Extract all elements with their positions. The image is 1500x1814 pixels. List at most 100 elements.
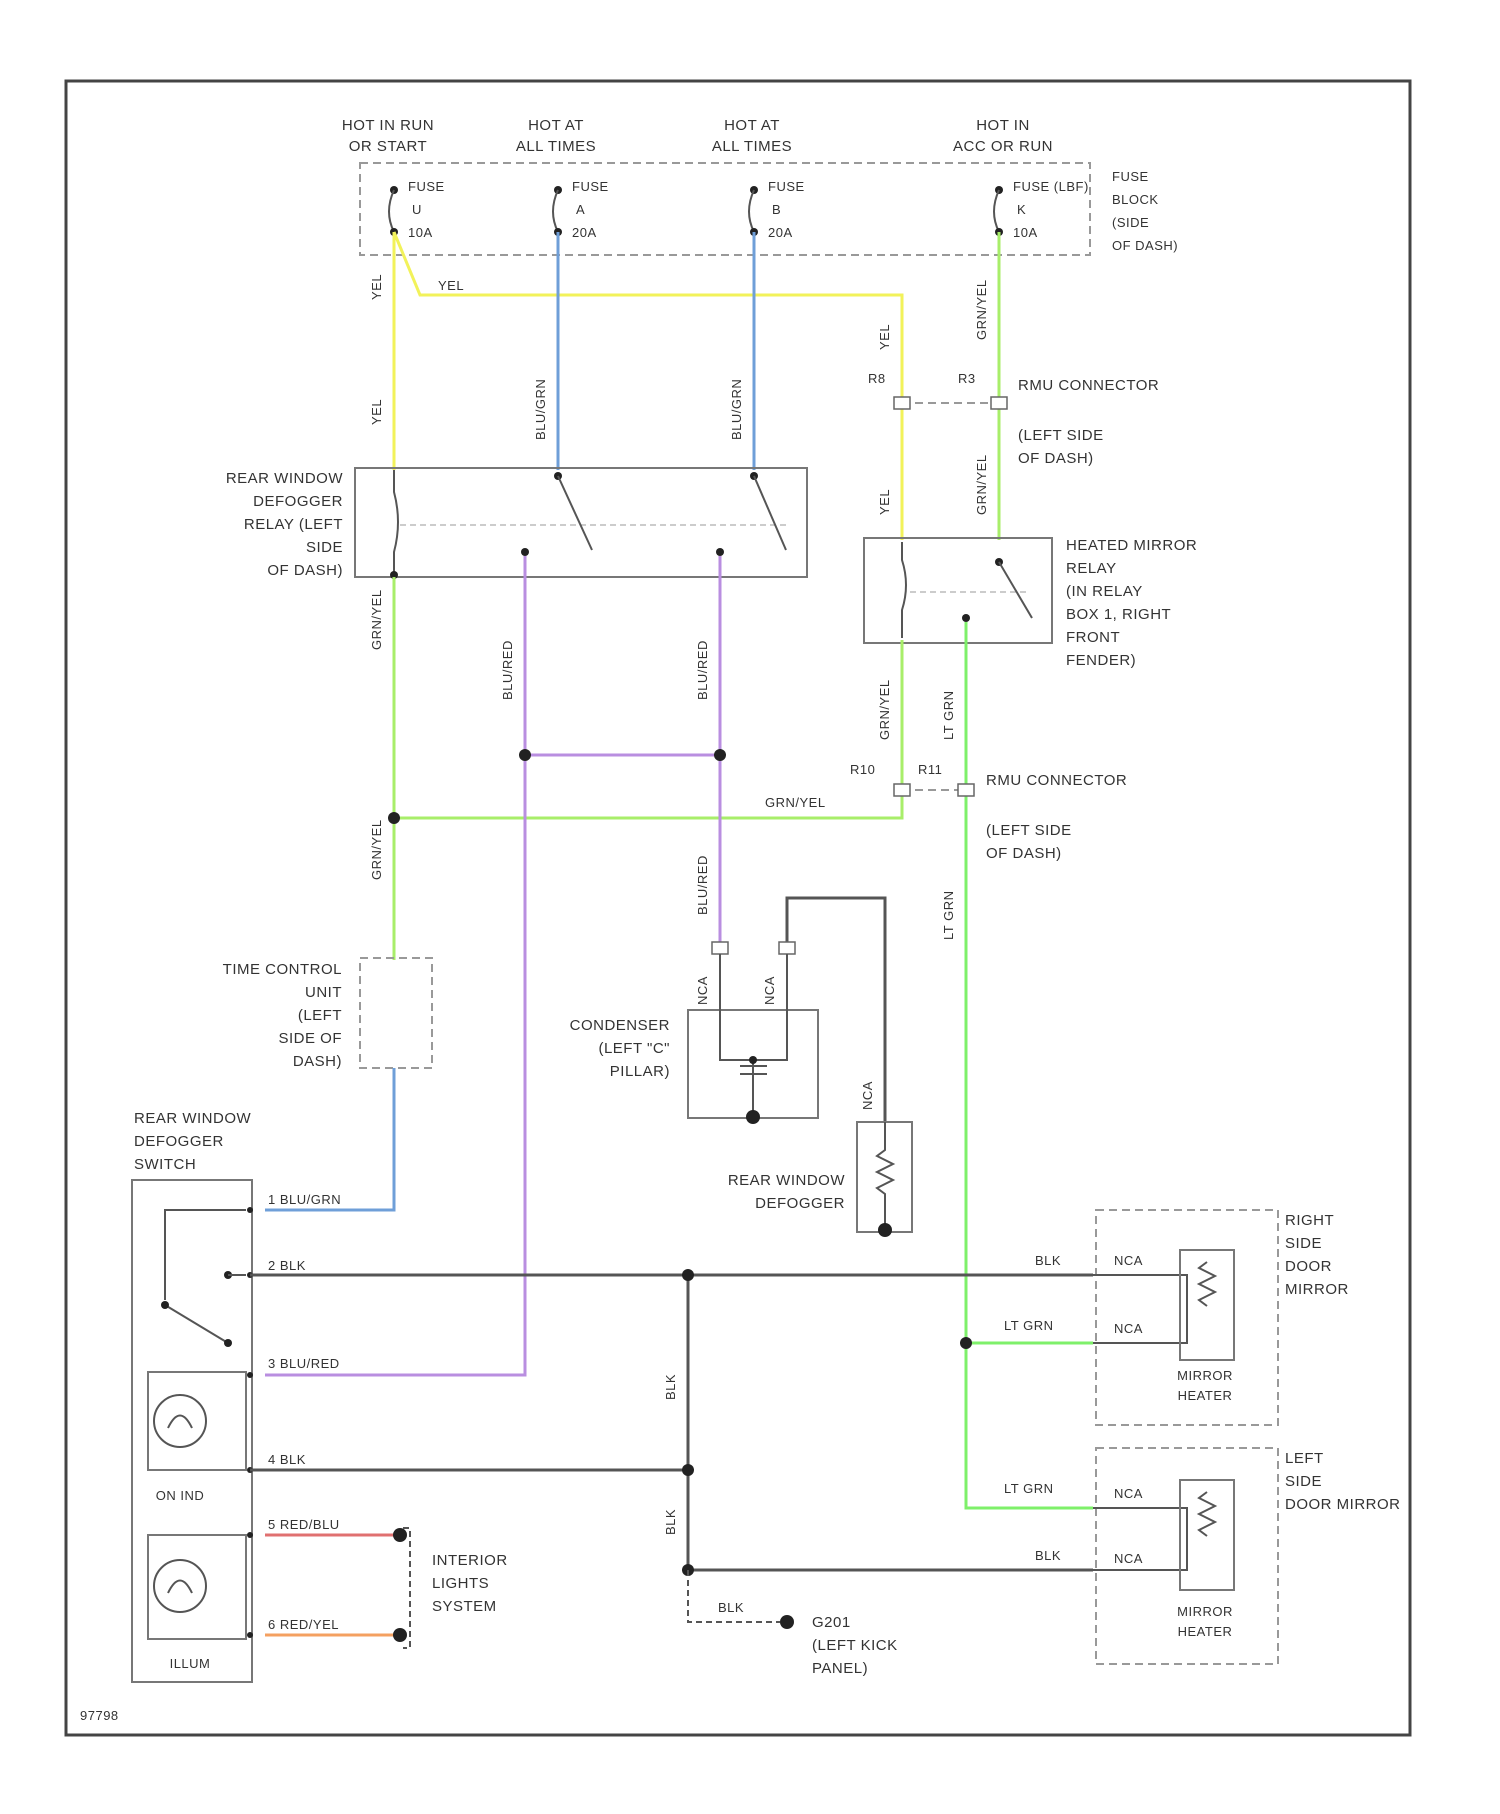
wire-label-blured-2: BLU/RED xyxy=(695,640,710,700)
fuse-u-id: U xyxy=(412,202,422,217)
relay-hm-label-5: FRONT xyxy=(1066,629,1120,646)
wire-label-nca-lm1: NCA xyxy=(1114,1486,1143,1501)
fuse-a xyxy=(553,186,562,236)
relay-hm-label-2: RELAY xyxy=(1066,560,1117,577)
right-heater-label-2: HEATER xyxy=(1178,1388,1233,1403)
switch-title-2: DEFOGGER xyxy=(134,1133,224,1150)
hot-label-1-a: HOT IN RUN xyxy=(342,117,434,134)
defogger-label-2: DEFOGGER xyxy=(755,1195,845,1212)
wire-ltgrn-left-mirror xyxy=(966,622,1093,1508)
fuse-b xyxy=(749,186,758,236)
right-mirror-label-2: SIDE xyxy=(1285,1235,1322,1252)
interior-connector-1 xyxy=(393,1528,407,1542)
relay-contact-1 xyxy=(558,476,592,550)
condenser-label-2: (LEFT "C" xyxy=(598,1040,670,1057)
rmu-connector-1-label: RMU CONNECTOR xyxy=(1018,377,1159,394)
interior-connector-2 xyxy=(393,1628,407,1642)
relay-hm-label-6: FENDER) xyxy=(1066,652,1136,669)
left-mirror-label-3: DOOR MIRROR xyxy=(1285,1496,1401,1513)
relay-rwd-label-1: REAR WINDOW xyxy=(226,470,344,487)
wire-label-nca-lm2: NCA xyxy=(1114,1551,1143,1566)
ground-label-2: (LEFT KICK xyxy=(812,1637,898,1654)
left-mirror-label-1: LEFT xyxy=(1285,1450,1324,1467)
wire-label-blured-3: BLU/RED xyxy=(695,855,710,915)
wire-label-blk-v2: BLK xyxy=(663,1509,678,1535)
on-indicator-lamp-icon xyxy=(154,1395,206,1447)
left-heater-label-1: MIRROR xyxy=(1177,1604,1233,1619)
ground-g201-icon xyxy=(780,1615,794,1629)
wire-label-grnyel-4: GRN/YEL xyxy=(369,819,384,880)
switch-contact xyxy=(165,1305,228,1343)
illum-lamp-icon xyxy=(154,1560,206,1612)
relay-hm-label-1: HEATED MIRROR xyxy=(1066,537,1197,554)
wire-label-ltgrn-1: LT GRN xyxy=(941,691,956,740)
splice-blured-1 xyxy=(519,749,531,761)
right-mirror-label-3: DOOR xyxy=(1285,1258,1332,1275)
condenser-pin-2 xyxy=(779,942,795,954)
switch-pin-2-label: 2 BLK xyxy=(268,1258,306,1273)
wire-label-ltgrn-lm: LT GRN xyxy=(1004,1481,1053,1496)
interior-label-3: SYSTEM xyxy=(432,1598,497,1615)
right-mirror-heater-icon xyxy=(1199,1262,1215,1306)
switch-pin-3-label: 3 BLU/RED xyxy=(268,1356,340,1371)
rmu-pin-r11-label: R11 xyxy=(918,762,942,777)
fuse-b-id: B xyxy=(772,202,781,217)
fuse-u-rating: 10A xyxy=(408,225,433,240)
relay-rwd-label-4: SIDE xyxy=(306,539,343,556)
timer-label-2: UNIT xyxy=(305,984,342,1001)
switch-title-1: REAR WINDOW xyxy=(134,1110,252,1127)
right-mirror-label-1: RIGHT xyxy=(1285,1212,1334,1229)
hot-label-4-a: HOT IN xyxy=(976,117,1030,134)
relay-hm-label-3: (IN RELAY xyxy=(1066,583,1143,600)
timer-label-5: DASH) xyxy=(293,1053,342,1070)
illum-label: ILLUM xyxy=(170,1656,211,1671)
hot-label-2-a: HOT AT xyxy=(528,117,584,134)
illum-box xyxy=(148,1535,246,1639)
switch-pin-5-label: 5 RED/BLU xyxy=(268,1517,340,1532)
defogger-ground xyxy=(878,1223,892,1237)
figure-id: 97798 xyxy=(80,1708,119,1723)
hot-label-4-b: ACC OR RUN xyxy=(953,138,1053,155)
right-heater-label-1: MIRROR xyxy=(1177,1368,1233,1383)
wire-label-nca-rm2: NCA xyxy=(1114,1321,1143,1336)
switch-title-3: SWITCH xyxy=(134,1156,196,1173)
rmu-connector-2-loc-b: OF DASH) xyxy=(986,845,1062,862)
rear-window-defogger-relay xyxy=(355,468,807,577)
wire-yel-mirror-relay-feed xyxy=(394,232,902,540)
fuse-u xyxy=(389,186,398,236)
rmu-pin-r10 xyxy=(894,784,910,796)
left-mirror-heater-icon xyxy=(1199,1492,1215,1536)
switch-pin-1-label: 1 BLU/GRN xyxy=(268,1192,341,1207)
wire-label-blk-lm: BLK xyxy=(1035,1548,1061,1563)
fuse-block-label-4: OF DASH) xyxy=(1112,238,1178,253)
interior-label-2: LIGHTS xyxy=(432,1575,489,1592)
condenser-label-1: CONDENSER xyxy=(570,1017,670,1034)
fuse-a-id: A xyxy=(576,202,585,217)
condenser-pin-1 xyxy=(712,942,728,954)
hot-label-3-a: HOT AT xyxy=(724,117,780,134)
wire-label-blk-v1: BLK xyxy=(663,1374,678,1400)
wire-label-nca-3: NCA xyxy=(860,1081,875,1110)
defogger-element-icon xyxy=(877,1122,893,1228)
rmu-pin-r8-label: R8 xyxy=(868,371,886,386)
wire-label-ltgrn-2: LT GRN xyxy=(941,891,956,940)
wire-label-blk-gnd: BLK xyxy=(718,1600,744,1615)
hot-label-1-b: OR START xyxy=(349,138,427,155)
wire-label-grnyel-3: GRN/YEL xyxy=(369,589,384,650)
diagram-frame xyxy=(66,81,1410,1735)
hot-label-3-b: ALL TIMES xyxy=(712,138,792,155)
relay-rwd-label-3: RELAY (LEFT xyxy=(244,516,343,533)
rmu-pin-r3-label: R3 xyxy=(958,371,976,386)
on-indicator-label: ON IND xyxy=(156,1488,205,1503)
wire-blugrn-switch xyxy=(265,1068,394,1210)
mirror-relay-contact xyxy=(999,562,1032,618)
hot-label-2-b: ALL TIMES xyxy=(516,138,596,155)
timer-label-3: (LEFT xyxy=(298,1007,342,1024)
right-mirror-label-4: MIRROR xyxy=(1285,1281,1349,1298)
relay-rwd-label-2: DEFOGGER xyxy=(253,493,343,510)
fuse-u-name: FUSE xyxy=(408,179,445,194)
switch-pin-4-label: 4 BLK xyxy=(268,1452,306,1467)
fuse-a-rating: 20A xyxy=(572,225,597,240)
wire-label-nca-1: NCA xyxy=(695,976,710,1005)
wire-label-grnyel-2: GRN/YEL xyxy=(974,454,989,515)
